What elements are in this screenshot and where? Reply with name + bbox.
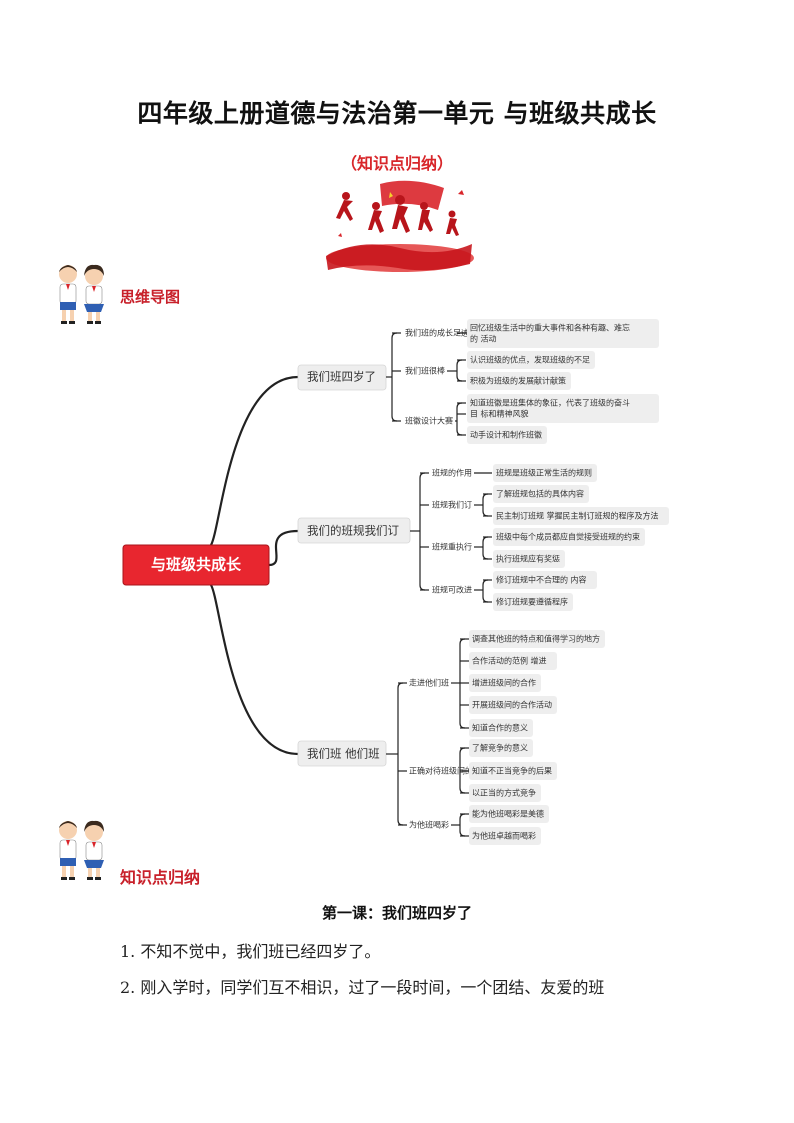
section-label-mindmap: 思维导图 [120, 288, 181, 306]
document-subtitle: （知识点归纳） [340, 154, 453, 173]
runners-banner-illustration [326, 180, 474, 272]
branch-connector-3 [210, 584, 299, 756]
branch-node-2 [297, 517, 411, 544]
sub-topic-3-3: 为他班喝彩 [409, 820, 449, 830]
leaf-box [469, 739, 533, 757]
leaf-box [469, 652, 557, 670]
sub-topic-1-2: 我们班很棒 [405, 366, 445, 376]
branch-node-3 [297, 740, 387, 767]
leaf-brace [459, 747, 466, 794]
sub-topic-2-4: 班规可改进 [432, 585, 472, 595]
branch-node-1 [297, 364, 387, 391]
leaf-item-3-3-2: 为他班卓越而喝彩 [472, 831, 536, 841]
leaf-box [469, 784, 541, 802]
leaf-box [493, 550, 565, 568]
sub-brace-3 [397, 682, 404, 826]
branch-label-3: 我们班 他们班 [307, 747, 380, 761]
leaf-box [493, 571, 597, 589]
leaf-box [467, 372, 571, 390]
leaf-brace [459, 813, 466, 837]
document-title: 四年级上册道德与法治第一单元 与班级共成长 [137, 99, 657, 128]
leaf-box [493, 485, 589, 503]
leaf-item-3-1-3: 增进班级间的合作 [472, 678, 536, 688]
leaf-box [469, 630, 605, 648]
leaf-box [467, 351, 595, 369]
leaf-item-3-2-3: 以正当的方式竞争 [472, 788, 536, 798]
leaf-brace [459, 638, 466, 729]
leaf-item-2-1-1: 班规是班级正常生活的规则 [496, 468, 592, 478]
leaf-item-2-4-1: 修订班规中不合理的 内容 [496, 575, 587, 585]
branch-label-2: 我们的班规我们订 [307, 524, 399, 538]
leaf-item-1-1-2: 的 活动 [470, 334, 497, 344]
leaf-box [493, 593, 573, 611]
leaf-item-3-1-2: 合作活动的范例 增进 [472, 656, 547, 666]
leaf-box [469, 762, 557, 780]
leaf-box [467, 426, 547, 444]
students-cartoon-icon-2 [59, 820, 104, 880]
leaf-item-1-1-1: 回忆班级生活中的重大事件和各种有趣、难忘 [470, 323, 630, 333]
sub-topic-3-2: 正确对待班级间的竞争 [409, 766, 489, 776]
leaf-item-1-3-2: 目 标和精神风貌 [470, 409, 529, 419]
students-cartoon-icon [59, 264, 104, 324]
leaf-item-2-2-2: 民主制订班规 掌握民主制订班规的程序及方法 [496, 511, 659, 521]
leaf-item-2-3-1: 班级中每个成员都应自觉接受班规的约束 [496, 532, 640, 542]
leaf-brace [456, 402, 463, 436]
leaf-item-3-1-1: 调查其他班的特点和值得学习的地方 [472, 634, 600, 644]
sub-brace-2 [419, 472, 426, 591]
leaf-item-3-1-4: 开展班级间的合作活动 [472, 700, 552, 710]
leaf-box [469, 827, 541, 845]
leaf-item-1-3-3: 动手设计和制作班徽 [470, 430, 542, 440]
leaf-brace [482, 579, 489, 603]
sub-topic-3-1: 走进他们班 [409, 678, 449, 688]
leaf-box [469, 696, 557, 714]
leaf-item-3-3-1: 能为他班喝彩是美德 [472, 809, 544, 819]
leaf-brace [456, 359, 463, 382]
paragraph-2: 2. 刚入学时，同学们互不相识，过了一段时间，一个团结、友爱的班 [120, 978, 605, 997]
leaf-item-3-1-5: 知道合作的意义 [472, 723, 528, 733]
branch-connector-2 [268, 529, 299, 567]
leaf-box [493, 507, 669, 525]
branch-label-1: 我们班四岁了 [307, 370, 376, 384]
leaf-brace [482, 493, 489, 517]
sub-topic-2-3: 班规重执行 [432, 542, 472, 552]
leaf-box [469, 674, 541, 692]
leaf-item-1-2-2: 积极为班级的发展献计献策 [470, 376, 566, 386]
leaf-item-2-3-2: 执行班规应有奖惩 [496, 554, 560, 564]
leaf-item-2-2-1: 了解班规包括的具体内容 [496, 489, 584, 499]
leaf-box [493, 464, 597, 482]
leaf-item-1-3-1: 知道班徽是班集体的象征，代表了班级的奋斗 [470, 398, 630, 408]
sub-topic-2-2: 班规我们订 [432, 500, 472, 510]
sub-topic-2-1: 班规的作用 [432, 468, 472, 478]
leaf-item-1-2-1: 认识班级的优点，发现班级的不足 [470, 355, 590, 365]
leaf-box [469, 805, 549, 823]
leaf-box [467, 319, 659, 348]
leaf-item-2-4-2: 修订班规要遵循程序 [496, 597, 568, 607]
leaf-box [469, 719, 533, 737]
mindmap-root-label: 与班级共成长 [151, 556, 242, 574]
section-label-knowledge: 知识点归纳 [120, 868, 201, 887]
sub-topic-1-1: 我们班的成长足迹 [405, 328, 469, 338]
leaf-brace [482, 536, 489, 560]
sub-topic-1-3: 班徽设计大赛 [405, 416, 453, 426]
leaf-box [467, 394, 659, 423]
mindmap-root-node [122, 544, 270, 586]
leaf-item-3-2-2: 知道不正当竞争的后果 [472, 766, 552, 776]
lesson-1-title: 第一课：我们班四岁了 [321, 904, 472, 922]
leaf-box [493, 528, 645, 546]
paragraph-1: 1. 不知不觉中，我们班已经四岁了。 [120, 942, 381, 961]
branch-connector-1 [210, 375, 299, 546]
sub-brace-1 [391, 332, 398, 422]
leaf-item-3-2-1: 了解竞争的意义 [472, 743, 528, 753]
